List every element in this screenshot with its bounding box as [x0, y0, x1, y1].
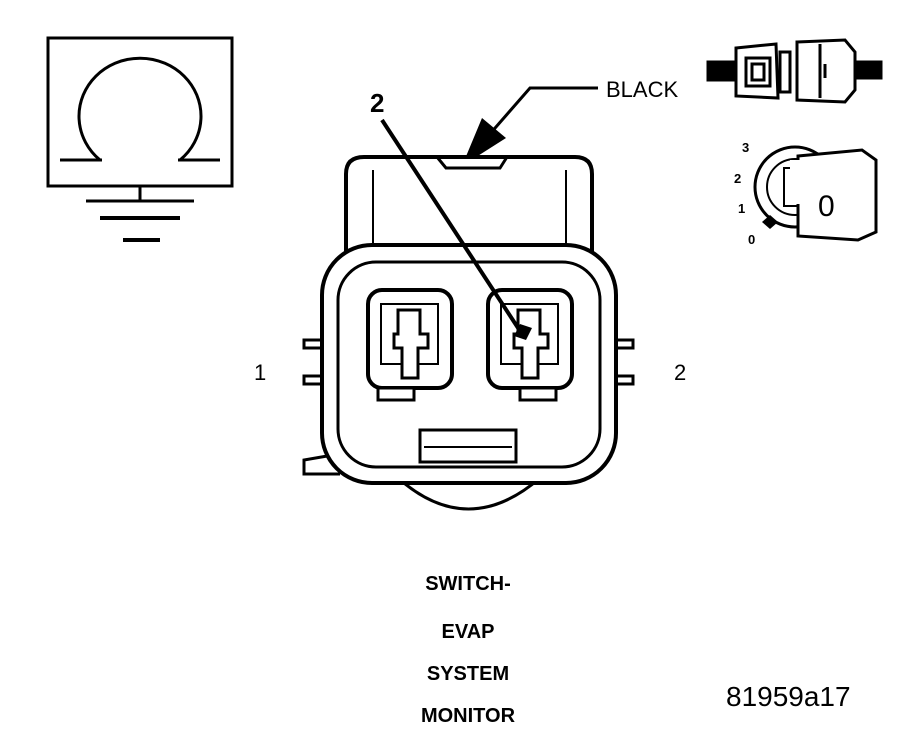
component-caption: SWITCH- EVAP SYSTEM MONITOR	[421, 573, 516, 727]
ignition-position-2: 2	[734, 171, 741, 186]
caption-line-4: MONITOR	[421, 705, 516, 727]
ignition-position-3: 3	[742, 140, 749, 155]
probe-pin-label: 2	[370, 88, 384, 118]
connector-body	[302, 155, 635, 511]
pin-2-label: 2	[674, 360, 686, 385]
terminal-cavity-2	[486, 288, 574, 402]
ignition-position-1: 1	[738, 201, 745, 216]
caption-line-3: SYSTEM	[427, 663, 509, 685]
test-probe-indicator: 2	[370, 88, 532, 340]
connector-disconnected-icon	[706, 38, 883, 104]
ignition-key-icon: 0 3 2 1 0	[734, 140, 878, 247]
pin-1-label: 1	[254, 360, 266, 385]
figure-code: 81959a17	[726, 681, 851, 712]
ohmmeter-ground-icon	[46, 36, 234, 242]
terminal-cavity-1	[366, 288, 454, 402]
ignition-position-0: 0	[748, 232, 755, 247]
wire-color-label: BLACK	[606, 77, 678, 102]
caption-line-1: SWITCH-	[425, 573, 511, 595]
ignition-key-value: 0	[818, 190, 835, 223]
wire-color-pointer	[462, 86, 598, 166]
caption-line-2: EVAP	[442, 621, 495, 643]
